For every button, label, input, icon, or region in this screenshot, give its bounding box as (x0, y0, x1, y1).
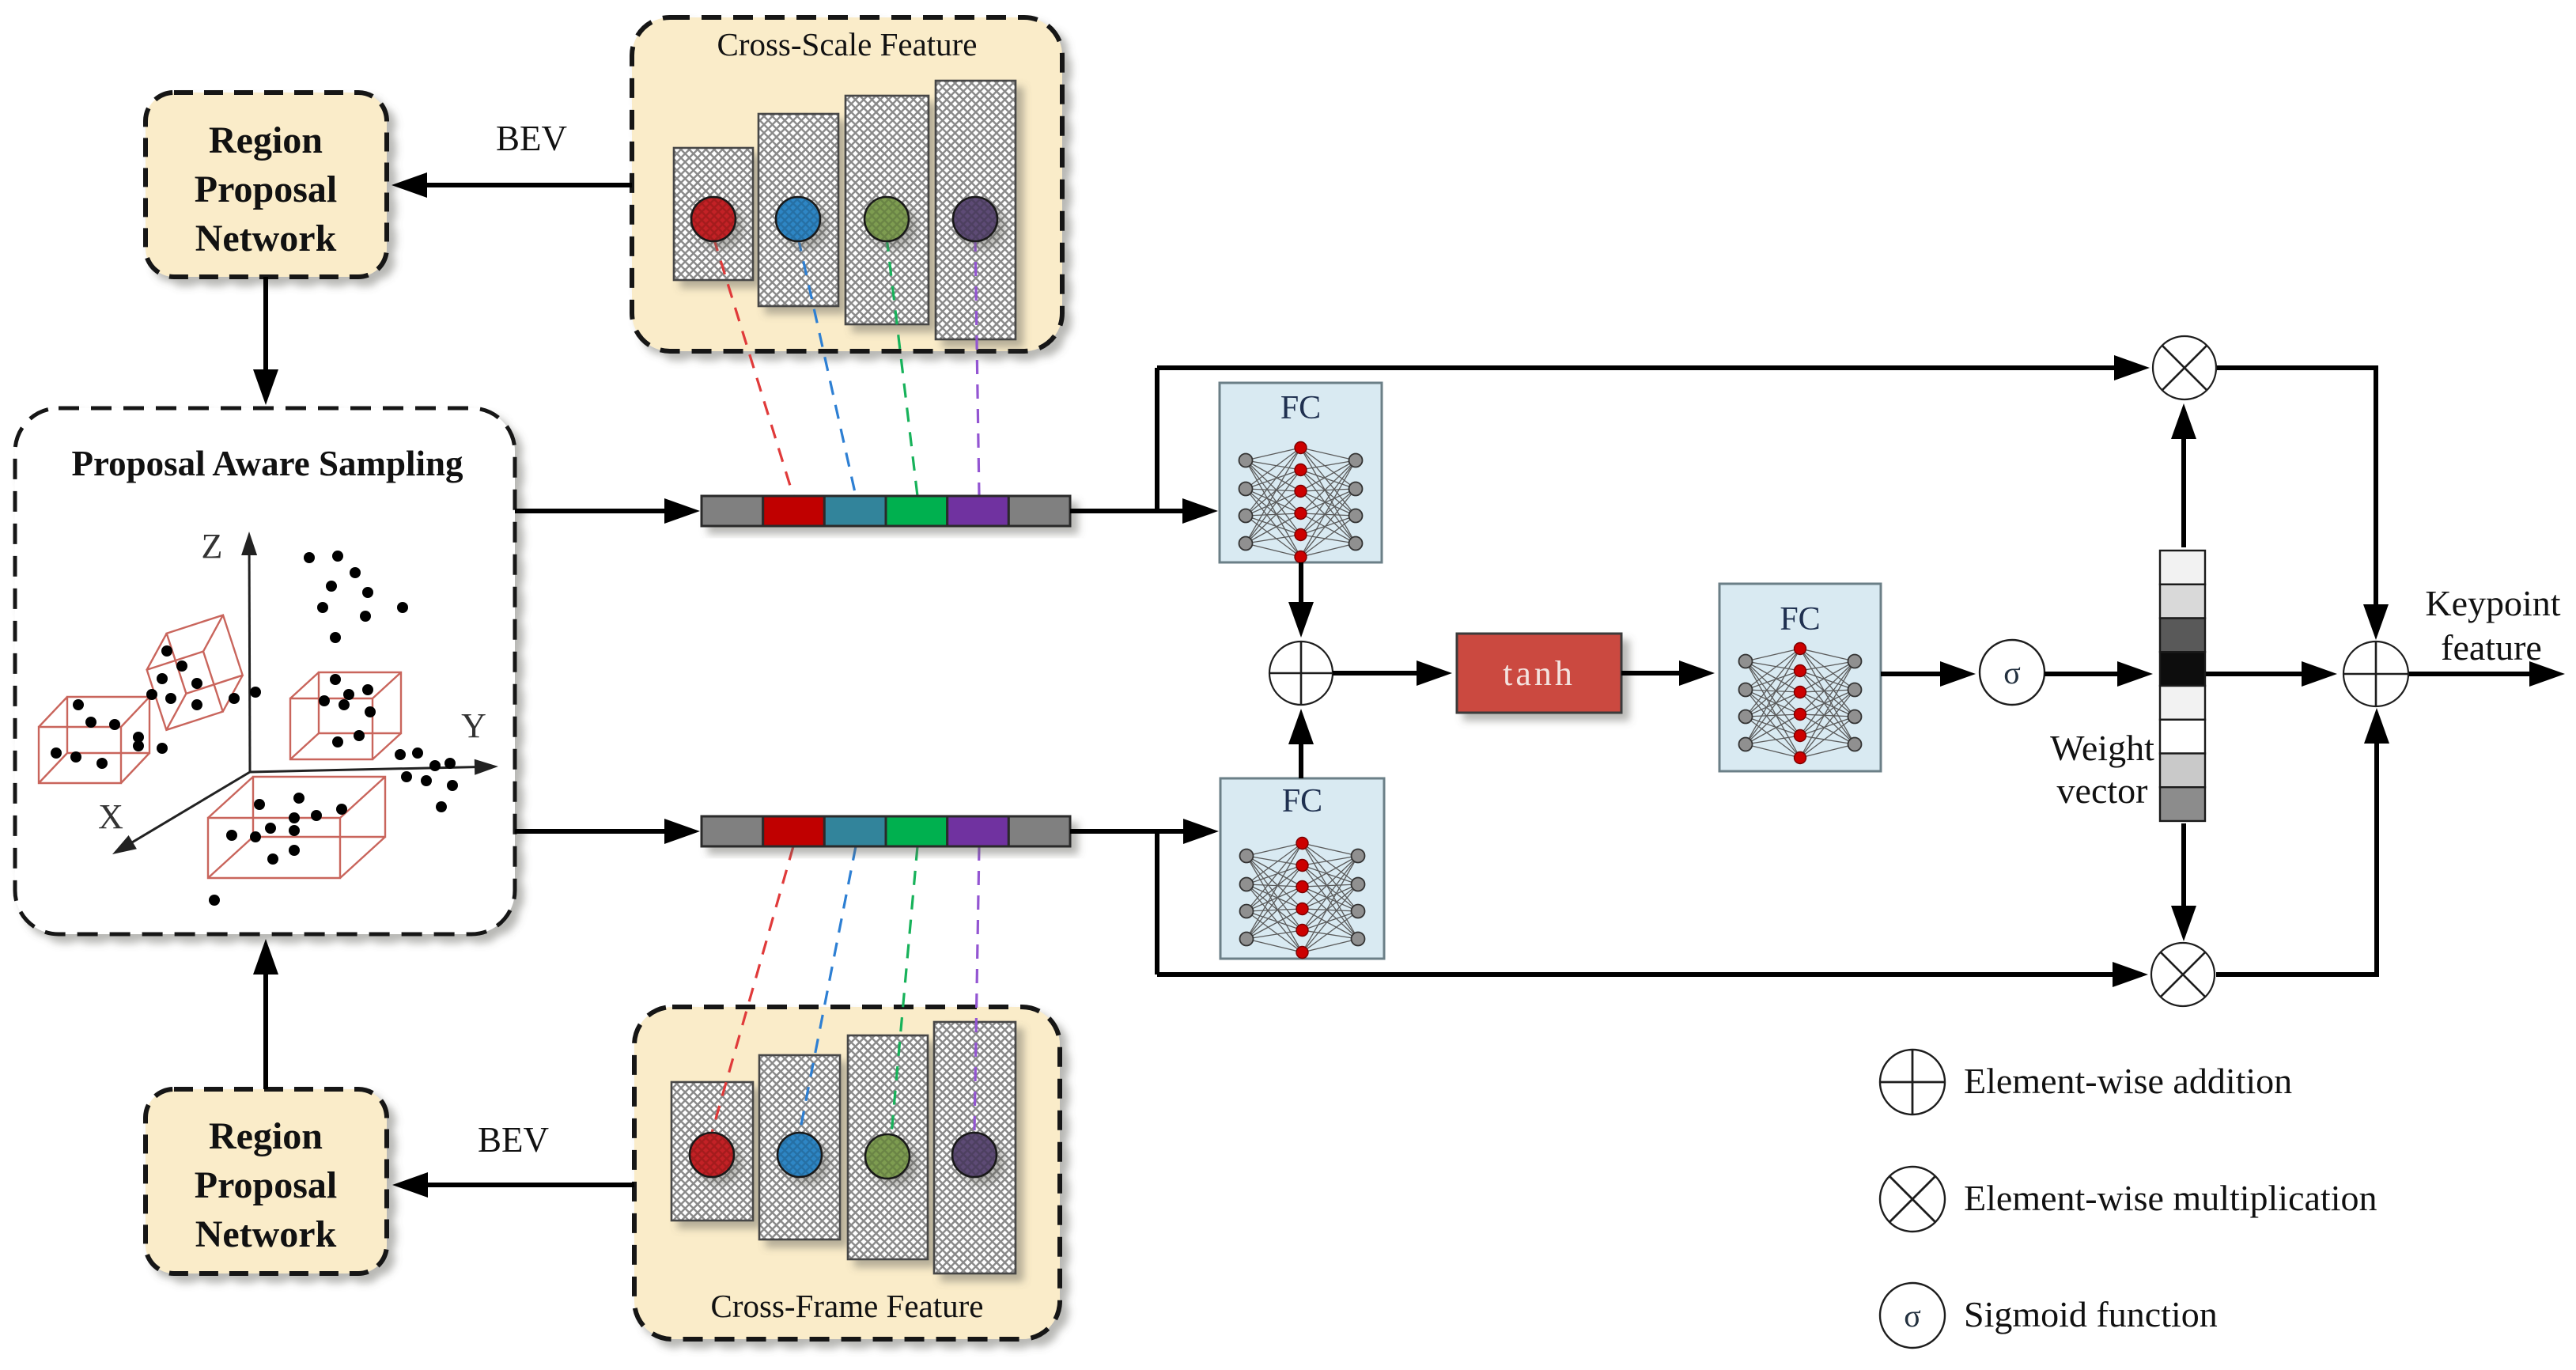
svg-text:σ: σ (2003, 655, 2021, 691)
svg-text:Cross-Scale Feature: Cross-Scale Feature (717, 26, 977, 62)
svg-text:σ: σ (1904, 1298, 1921, 1334)
svg-text:Y: Y (461, 706, 486, 745)
svg-text:Network: Network (195, 1213, 337, 1255)
svg-text:Element-wise multiplication: Element-wise multiplication (1964, 1178, 2377, 1218)
svg-text:Element-wise addition: Element-wise addition (1964, 1061, 2292, 1101)
svg-text:tanh: tanh (1503, 654, 1575, 693)
svg-text:Weight: Weight (2050, 728, 2154, 768)
svg-text:Network: Network (195, 218, 337, 259)
svg-text:Keypoint: Keypoint (2425, 583, 2560, 623)
svg-text:Region: Region (209, 1115, 323, 1157)
svg-text:Proposal: Proposal (195, 1164, 337, 1206)
svg-text:Region: Region (209, 119, 323, 161)
svg-text:feature: feature (2441, 627, 2542, 668)
svg-text:Cross-Frame Feature: Cross-Frame Feature (711, 1288, 984, 1324)
svg-text:FC: FC (1282, 783, 1322, 819)
svg-text:Sigmoid function: Sigmoid function (1964, 1294, 2218, 1334)
svg-text:vector: vector (2057, 770, 2148, 811)
svg-text:FC: FC (1280, 390, 1321, 426)
svg-text:Proposal: Proposal (195, 168, 337, 210)
svg-text:Z: Z (202, 527, 223, 566)
svg-text:Proposal Aware Sampling: Proposal Aware Sampling (71, 444, 463, 483)
svg-text:BEV: BEV (496, 119, 567, 158)
svg-text:BEV: BEV (478, 1120, 549, 1160)
svg-text:FC: FC (1780, 601, 1820, 638)
svg-text:X: X (98, 797, 123, 836)
